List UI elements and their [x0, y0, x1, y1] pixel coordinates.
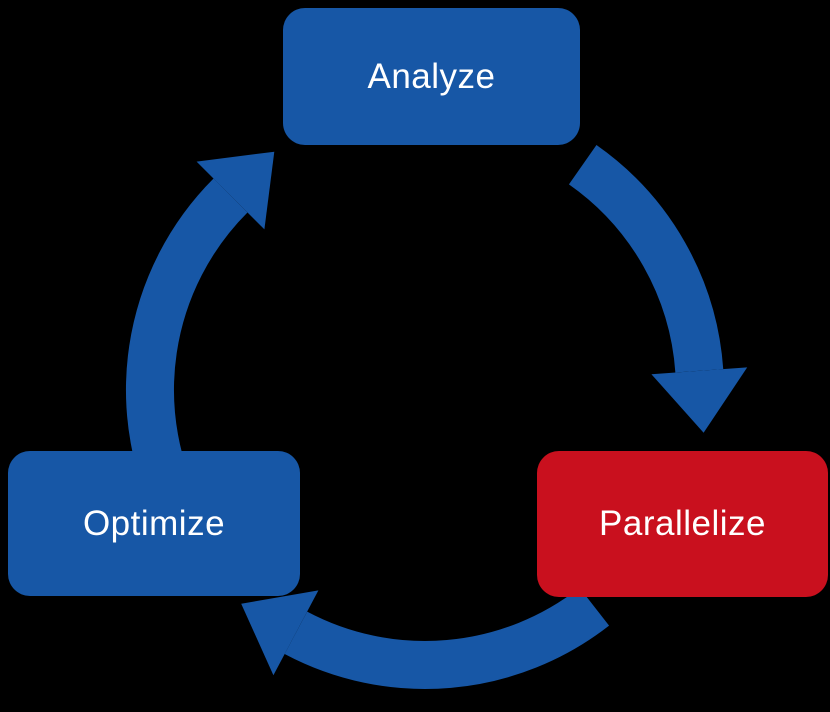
node-parallelize: Parallelize	[537, 451, 828, 597]
node-analyze: Analyze	[283, 8, 580, 145]
arrow-arc-bottom	[284, 587, 610, 689]
node-parallelize-label: Parallelize	[599, 504, 766, 543]
node-analyze-label: Analyze	[367, 56, 496, 96]
arrowhead-up-icon	[196, 151, 275, 230]
arrow-analyze-to-parallelize	[568, 145, 748, 433]
node-optimize-label: Optimize	[82, 503, 226, 543]
arrow-arc-right	[568, 145, 724, 373]
arrowhead-left-icon	[241, 590, 319, 676]
arrow-parallelize-to-optimize	[241, 587, 610, 689]
arrowhead-down-icon	[651, 367, 748, 433]
node-optimize: Optimize	[8, 451, 300, 596]
